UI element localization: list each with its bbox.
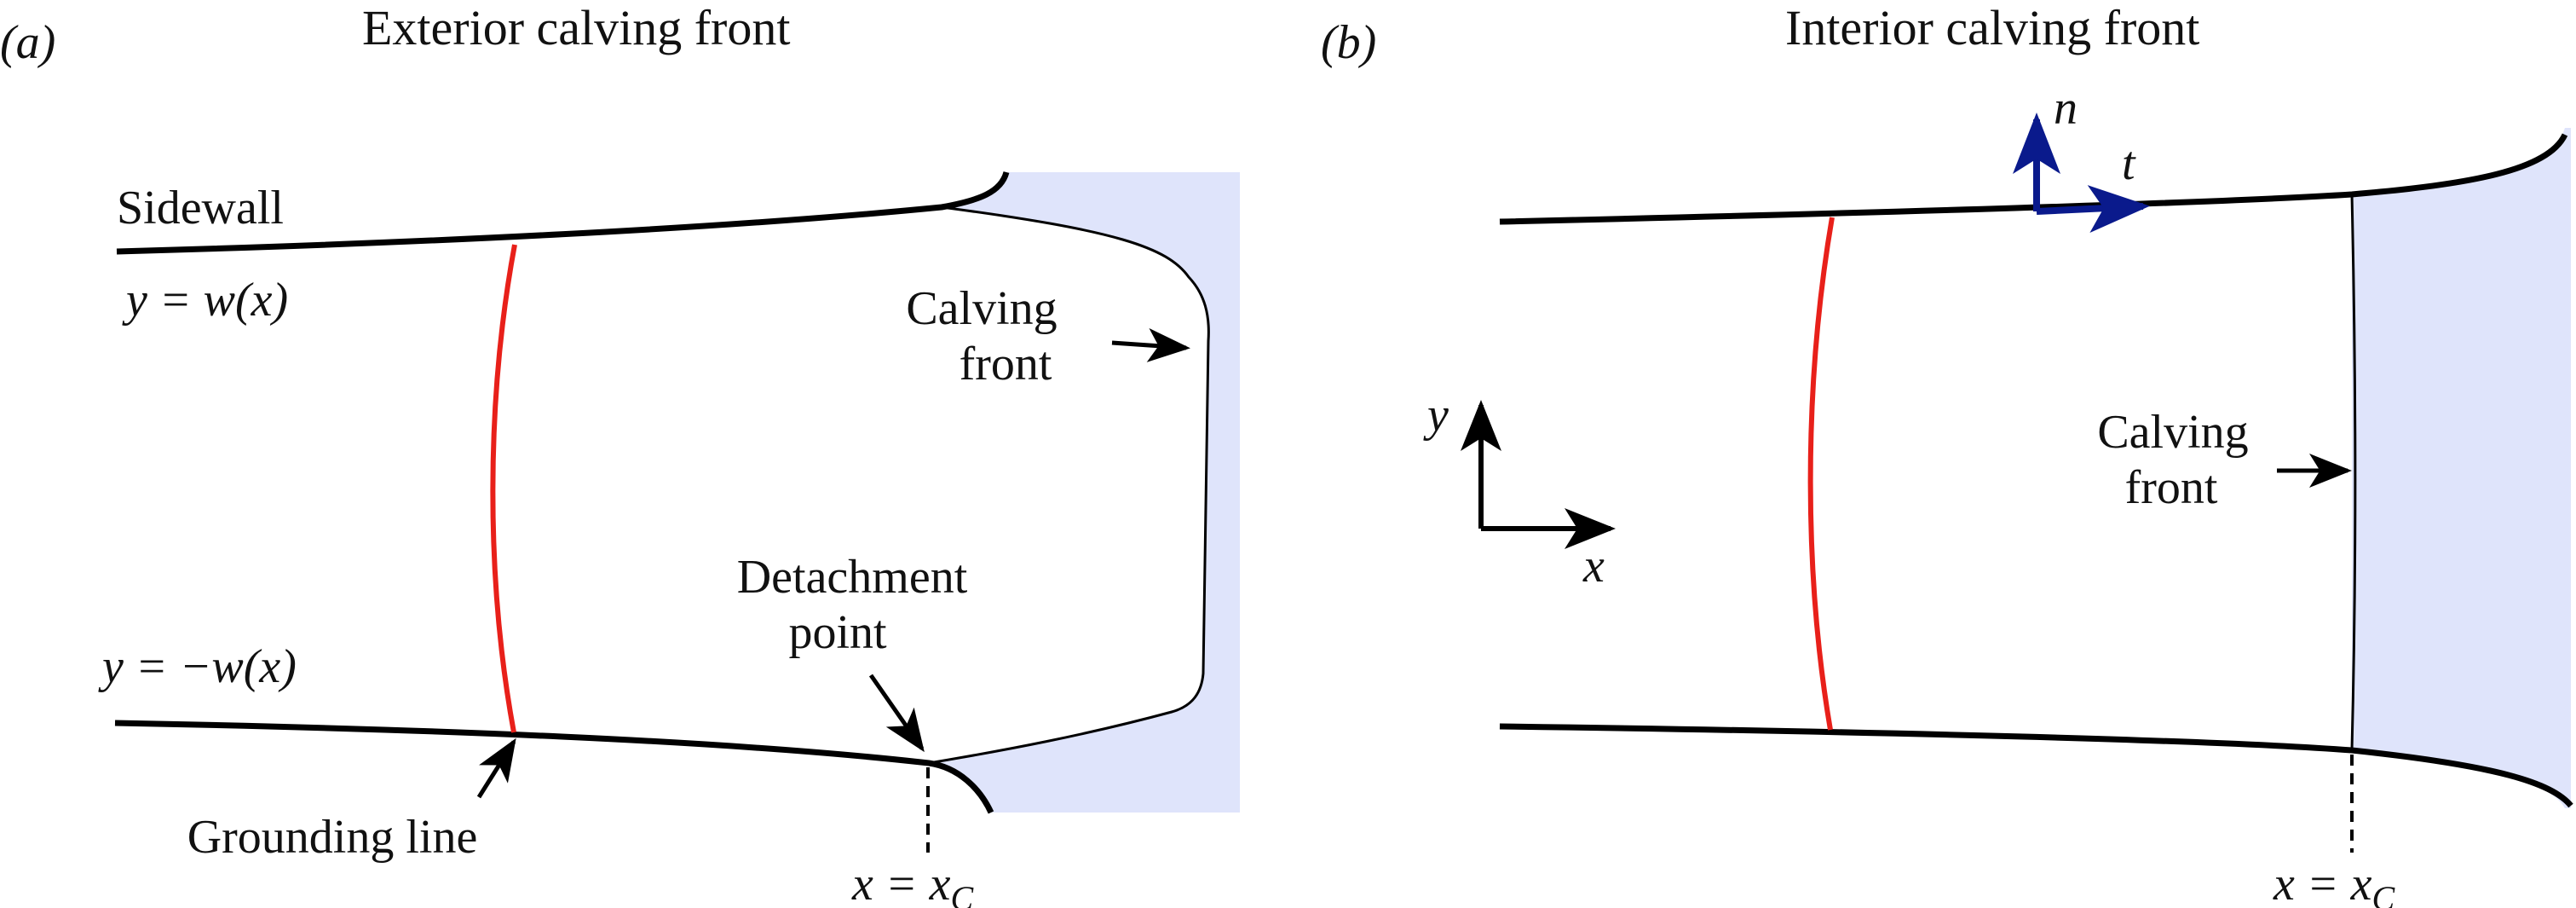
lower-wall-equation: y = −w(x): [98, 640, 297, 693]
grounding-line-arrow: [476, 737, 516, 799]
upper-sidewall: [116, 171, 1010, 255]
upper-sidewall-b: [1499, 133, 2568, 225]
calving-front-label-b-line2: front: [2125, 461, 2218, 514]
calving-front-line: [928, 205, 1210, 765]
sidewall-label: Sidewall: [117, 182, 284, 234]
detachment-point-label-line2: point: [788, 606, 887, 659]
panel-b-title: Interior calving front: [1785, 0, 2199, 55]
calving-front-label-line1: Calving: [906, 282, 1057, 335]
panel-a-title: Exterior calving front: [362, 0, 791, 55]
lower-sidewall-b: [1499, 723, 2573, 808]
tangent-vector: [2036, 185, 2150, 234]
detachment-point-label-line1: Detachment: [737, 551, 968, 604]
calving-front-label-line2: front: [960, 338, 1052, 390]
detachment-point-arrow: [868, 674, 925, 753]
calving-front-arrow-a: [1111, 327, 1190, 362]
xc-label-a: x = xC: [851, 858, 975, 908]
panel-b: (b) Interior calving front n t y x Calvi…: [1321, 0, 2573, 908]
ocean-region: [929, 172, 1240, 813]
xc-label-b: x = xC: [2273, 858, 2396, 908]
normal-label: n: [2054, 82, 2078, 135]
panel-a: (a) Exterior calving front Sidewall y = …: [0, 0, 1240, 908]
panel-a-tag: (a): [0, 16, 55, 69]
lower-sidewall: [114, 720, 994, 814]
grounding-line-b: [1807, 217, 1835, 731]
calving-front-line-b: [2350, 194, 2357, 751]
y-axis-label: y: [1423, 389, 1449, 442]
tangent-label: t: [2122, 137, 2136, 190]
calving-front-label-b-line1: Calving: [2097, 406, 2248, 459]
ocean-region-b: [2352, 128, 2571, 808]
grounding-line-label: Grounding line: [187, 811, 478, 864]
grounding-line: [490, 244, 517, 733]
x-axis-label: x: [1582, 540, 1605, 593]
panel-b-tag: (b): [1321, 16, 1376, 69]
upper-wall-equation: y = w(x): [122, 274, 288, 327]
